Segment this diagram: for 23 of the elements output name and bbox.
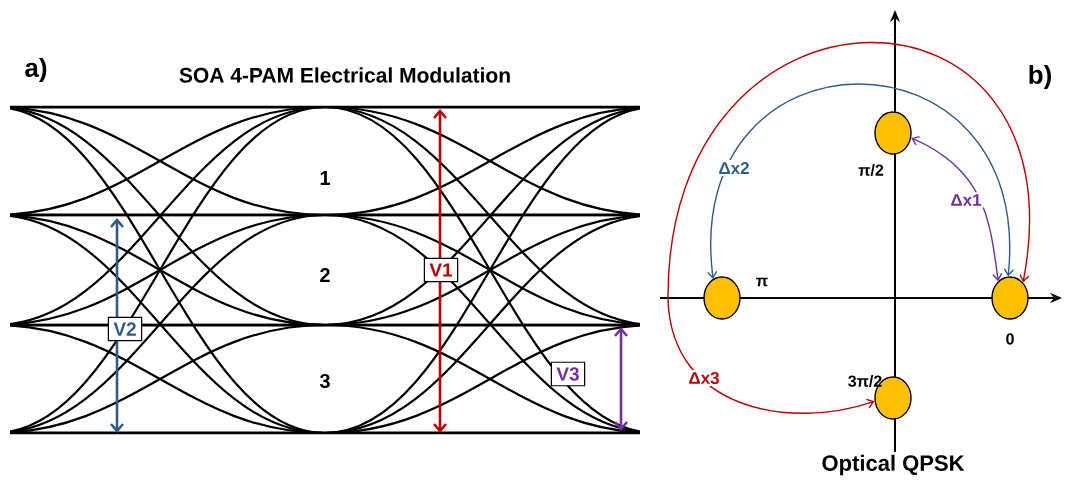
arc-arrow — [911, 135, 1003, 282]
angle-label: π/2 — [858, 164, 884, 176]
edge-label: Δx2 — [716, 160, 752, 176]
label-box: V2 — [107, 316, 143, 342]
eye-number: 1 — [318, 170, 332, 186]
panel-title: SOA 4-PAM Electrical Modulation — [177, 66, 513, 84]
constellation-point — [874, 111, 912, 155]
eye-number: 2 — [318, 267, 332, 283]
angle-label: 3π/2 — [848, 375, 882, 387]
edge-label: Δx1 — [948, 192, 984, 208]
arc-arrow — [707, 83, 1015, 279]
panel-title: Optical QPSK — [820, 453, 966, 477]
angle-label: π — [756, 277, 768, 287]
constellation-point — [703, 276, 741, 320]
angle-label: 0 — [1006, 333, 1014, 345]
eye-number: 3 — [318, 372, 332, 390]
constellation-point — [991, 276, 1029, 320]
label-box: V1 — [423, 257, 459, 283]
label-box: V3 — [550, 361, 586, 387]
arc-arrow — [667, 41, 1030, 414]
panel-label: b) — [1026, 63, 1054, 91]
panel-label: a) — [23, 56, 49, 84]
edge-label: Δx3 — [686, 369, 722, 387]
